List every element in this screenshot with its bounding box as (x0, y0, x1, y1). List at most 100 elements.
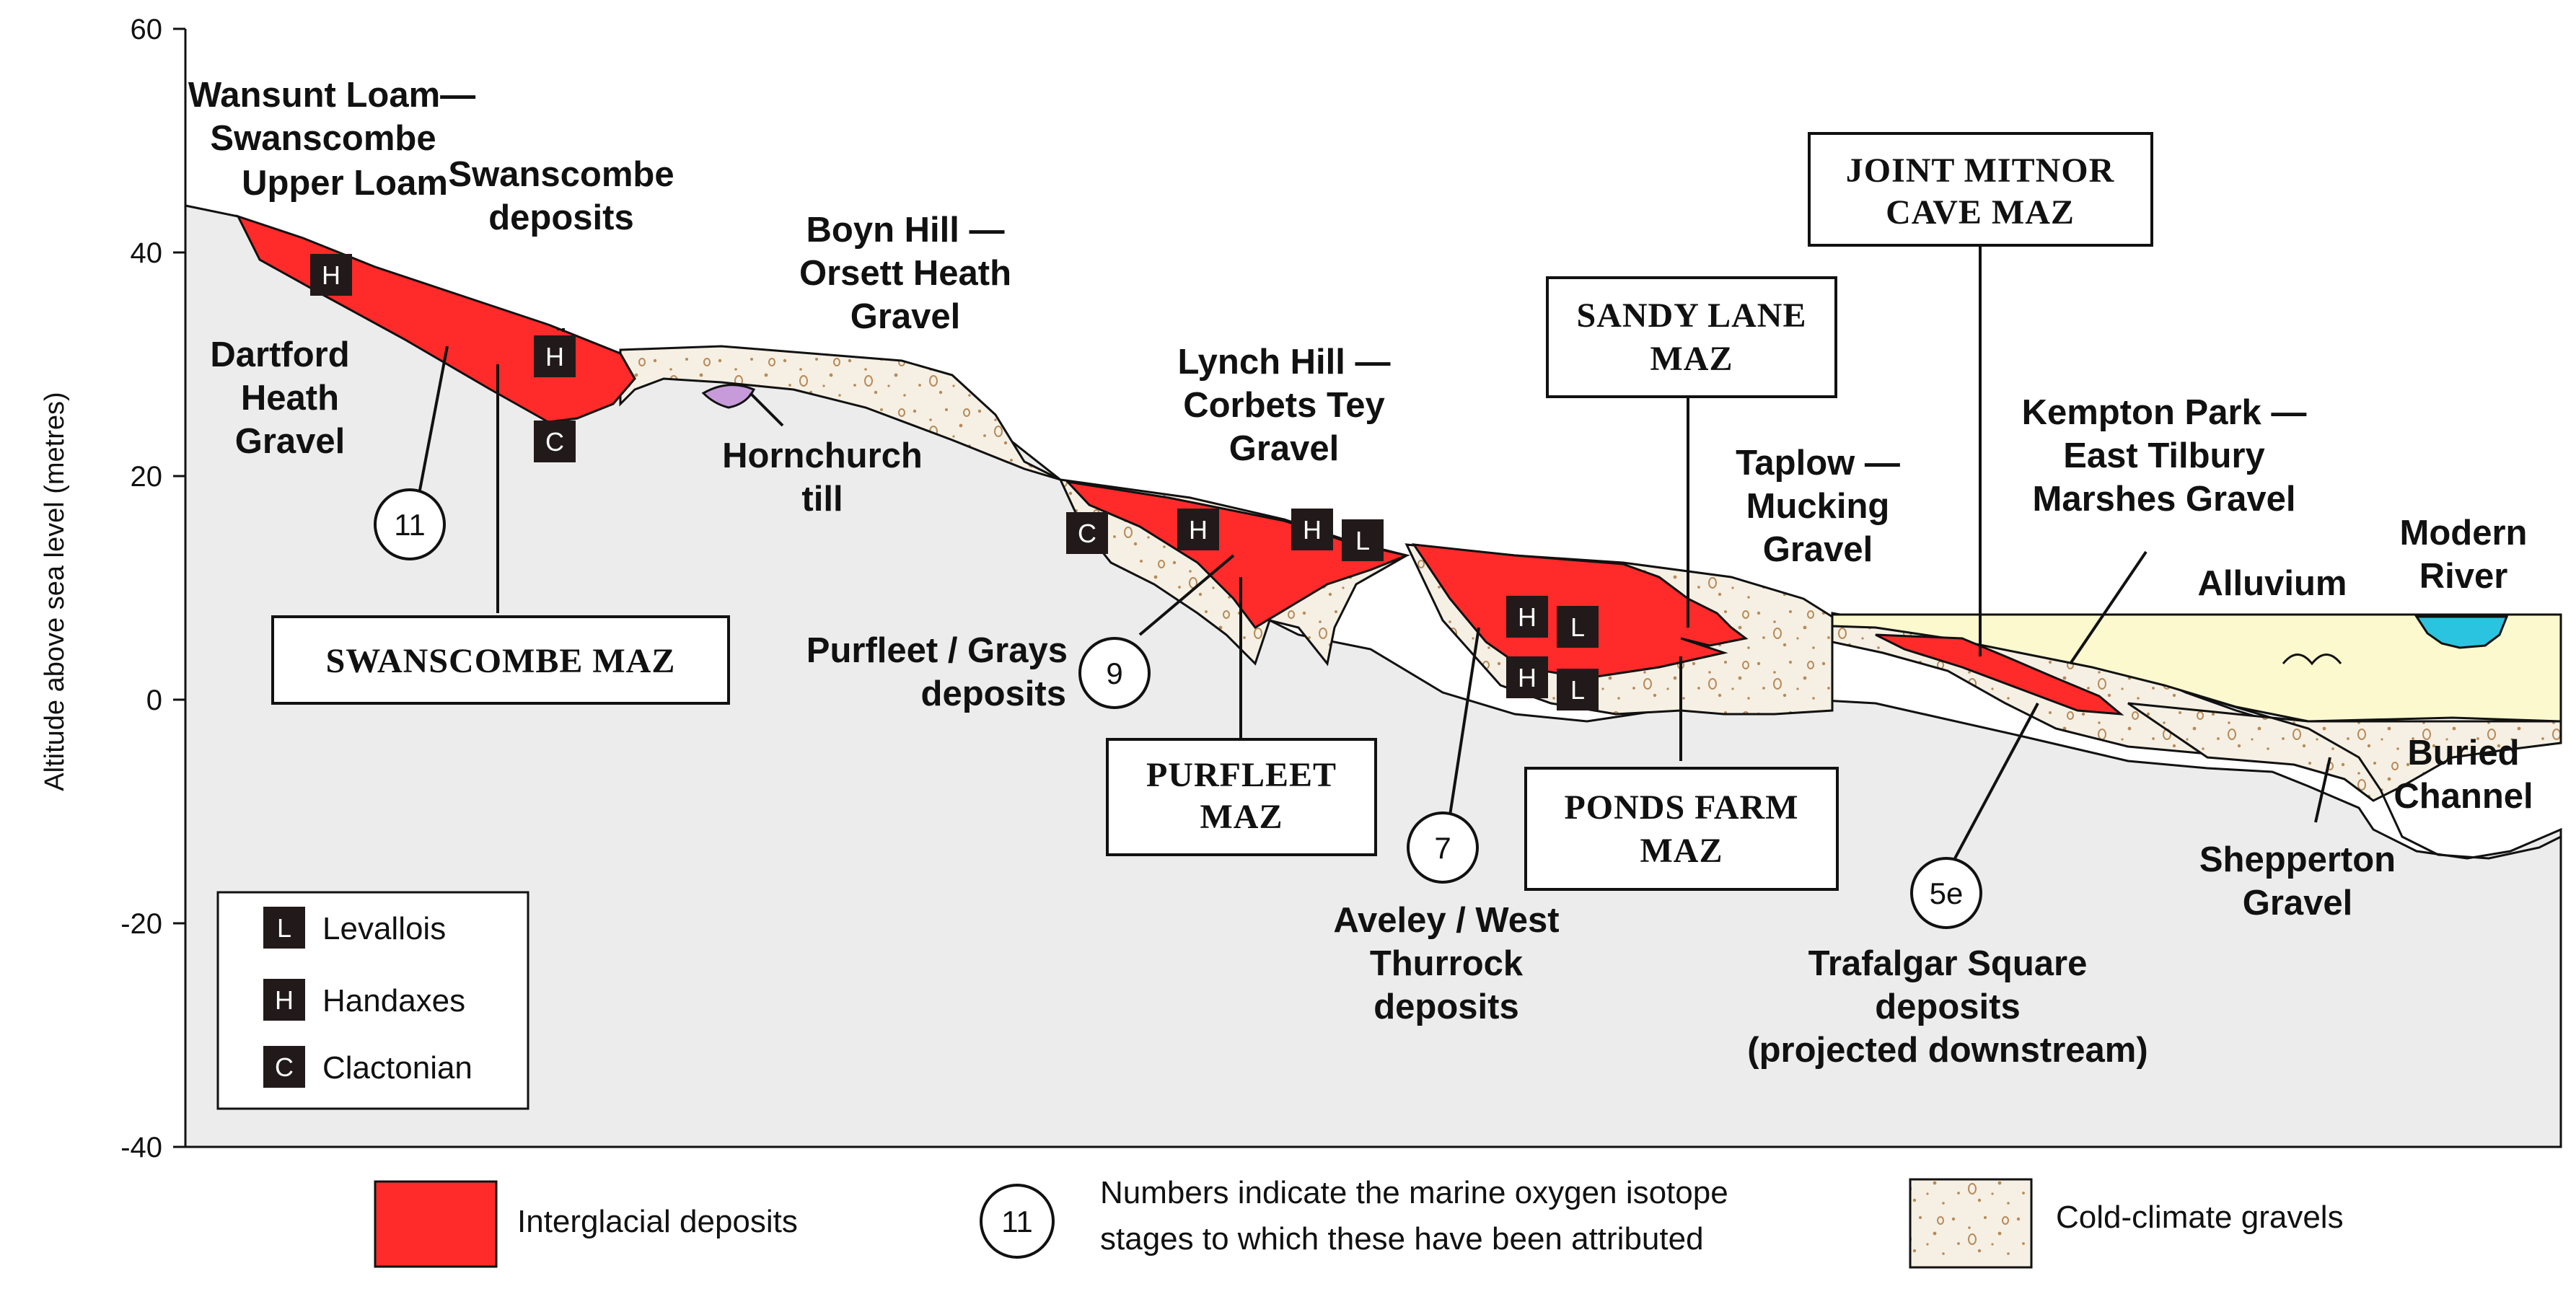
svg-text:Shepperton: Shepperton (2199, 840, 2396, 879)
svg-text:Hornchurch: Hornchurch (722, 436, 923, 475)
label-boyn-hill-gravel: Boyn Hill — Orsett Heath Gravel (799, 211, 1011, 336)
label-modern-river: Modern River (2400, 514, 2528, 596)
svg-text:Thurrock: Thurrock (1370, 944, 1524, 983)
label-wansunt-loam: Wansunt Loam— Swanscombe Upper Loam (188, 76, 475, 203)
svg-text:11: 11 (1001, 1205, 1033, 1239)
svg-text:East Tilbury: East Tilbury (2063, 436, 2265, 475)
svg-text:9: 9 (1106, 656, 1122, 690)
svg-text:PONDS FARM: PONDS FARM (1564, 788, 1798, 827)
modern-river (2414, 615, 2509, 649)
label-hornchurch-till: Hornchurch till (722, 436, 923, 519)
y-axis-label: Altitude above sea level (metres) (40, 392, 70, 791)
label-aveley-west-thurrock: Aveley / West Thurrock deposits (1333, 901, 1559, 1026)
svg-text:deposits: deposits (921, 674, 1066, 713)
svg-text:Corbets Tey: Corbets Tey (1183, 386, 1385, 425)
boyn-hill-gravel (619, 345, 1061, 481)
svg-text:L: L (1570, 612, 1585, 642)
svg-text:MAZ: MAZ (1200, 798, 1283, 836)
svg-text:Taplow —: Taplow — (1736, 444, 1900, 483)
alluvium-bedding-mark (2282, 654, 2342, 666)
legend-isotope-text-2: stages to which these have been attribut… (1100, 1221, 1704, 1257)
marker-handaxe-aveley-upper: H (1506, 596, 1548, 638)
purfleet-maz-box: PURFLEET MAZ (1106, 738, 1377, 856)
svg-text:Gravel: Gravel (2243, 884, 2353, 923)
legend-interglacial-swatch (374, 1180, 498, 1268)
legend-handaxes-label: Handaxes (322, 983, 465, 1019)
svg-text:Lynch Hill —: Lynch Hill — (1178, 343, 1391, 382)
legend-clactonian-icon (263, 1046, 305, 1088)
label-purfleet-grays-deposits: Purfleet / Grays deposits (806, 631, 1068, 713)
svg-text:SWANSCOMBE MAZ: SWANSCOMBE MAZ (326, 642, 676, 680)
svg-text:7: 7 (1434, 831, 1451, 865)
svg-text:deposits: deposits (1875, 987, 2020, 1026)
y-tick-60: 60 (131, 14, 163, 45)
marker-levallois-purfleet: L (1342, 519, 1384, 561)
legend-interglacial-label: Interglacial deposits (517, 1204, 798, 1239)
label-buried-channel: Buried Channel (2393, 734, 2533, 816)
svg-text:C: C (545, 427, 564, 457)
interglacial-trafalgar (1875, 633, 2124, 716)
svg-text:Trafalgar Square: Trafalgar Square (1808, 944, 2088, 983)
label-alluvium: Alluvium (2198, 564, 2347, 603)
hornchurch-till (701, 384, 756, 409)
svg-text:SANDY LANE: SANDY LANE (1577, 296, 1807, 335)
y-axis (173, 27, 187, 1148)
marker-handaxe-purfleet-upper: H (1291, 509, 1333, 550)
svg-text:H: H (275, 985, 294, 1015)
marker-handaxe-wansunt: H (310, 254, 352, 296)
svg-text:CAVE MAZ: CAVE MAZ (1886, 193, 2075, 232)
y-tick-20: 20 (131, 461, 163, 493)
svg-text:5e: 5e (1930, 876, 1964, 910)
label-kempton-park-gravel: Kempton Park — East Tilbury Marshes Grav… (2022, 393, 2307, 519)
svg-text:Gravel: Gravel (1763, 530, 1873, 569)
y-tick-neg20: -20 (120, 908, 162, 940)
svg-text:Upper Loam: Upper Loam (242, 164, 448, 203)
svg-text:C: C (1078, 519, 1096, 548)
svg-text:L: L (277, 913, 291, 943)
artefact-legend: L Levallois H Handaxes C Clactonian (216, 891, 529, 1110)
isotope-stage-7: 7 (1407, 811, 1479, 884)
y-tick-0: 0 (146, 685, 162, 716)
label-shepperton-gravel: Shepperton Gravel (2199, 840, 2396, 923)
svg-text:Gravel: Gravel (235, 422, 346, 461)
marker-levallois-aveley-upper: L (1557, 606, 1599, 648)
svg-text:Buried: Buried (2407, 734, 2519, 773)
label-taplow-mucking-gravel: Taplow — Mucking Gravel (1736, 444, 1900, 569)
label-dartford-heath-gravel: Dartford Heath Gravel (210, 335, 349, 461)
svg-text:MAZ: MAZ (1640, 832, 1723, 870)
svg-text:Dartford: Dartford (210, 335, 349, 374)
svg-text:H: H (1189, 515, 1208, 545)
legend-isotope-text-1: Numbers indicate the marine oxygen isoto… (1100, 1175, 1728, 1210)
marker-handaxe-swanscombe: H (534, 335, 576, 377)
marker-handaxe-aveley-lower: H (1506, 656, 1548, 698)
svg-text:H: H (1303, 515, 1322, 545)
isotope-stage-9: 9 (1078, 637, 1151, 709)
isotope-stage-11: 11 (374, 488, 446, 560)
legend-cold-gravel-swatch (1909, 1178, 2033, 1269)
bottom-legend: Interglacial deposits 11 Numbers indicat… (374, 1175, 2344, 1269)
svg-text:JOINT MITNOR: JOINT MITNOR (1846, 151, 2115, 190)
marker-clactonian-swanscombe: C (534, 421, 576, 462)
legend-cold-gravel-label: Cold-climate gravels (2056, 1200, 2344, 1235)
svg-text:River: River (2419, 557, 2508, 596)
label-trafalgar-square: Trafalgar Square deposits (projected dow… (1747, 944, 2148, 1070)
svg-text:Aveley / West: Aveley / West (1333, 901, 1559, 940)
sandy-lane-maz-box: SANDY LANE MAZ (1546, 276, 1837, 398)
svg-text:L: L (1355, 526, 1370, 555)
svg-text:deposits: deposits (488, 198, 633, 237)
ponds-farm-maz-box: PONDS FARM MAZ (1524, 767, 1839, 891)
svg-text:MAZ: MAZ (1650, 340, 1733, 378)
legend-handaxes-icon (263, 979, 305, 1021)
legend-levallois-label: Levallois (322, 911, 446, 946)
isotope-stage-5e: 5e (1910, 857, 1982, 929)
svg-text:Heath: Heath (241, 379, 339, 418)
y-tick-neg40: -40 (120, 1132, 162, 1163)
legend-levallois-icon (263, 907, 305, 949)
svg-text:L: L (1570, 675, 1585, 705)
joint-mitnor-maz-box: JOINT MITNOR CAVE MAZ (1808, 132, 2153, 247)
svg-text:H: H (1518, 663, 1537, 692)
svg-text:H: H (322, 260, 340, 290)
svg-text:C: C (275, 1052, 294, 1082)
svg-text:Boyn Hill —: Boyn Hill — (806, 211, 1005, 250)
